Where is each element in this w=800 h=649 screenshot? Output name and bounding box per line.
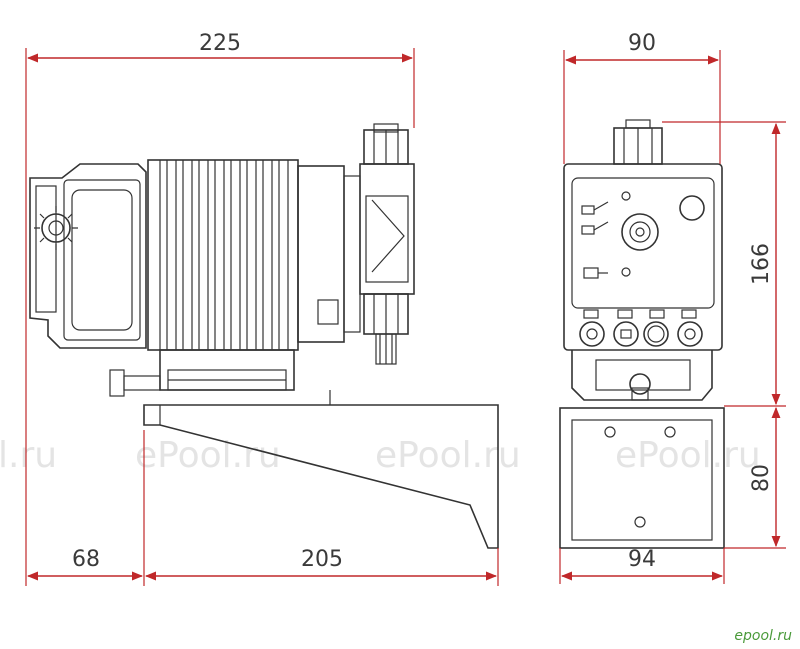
dim-foot-offset: 68	[72, 547, 100, 572]
mount-hole	[664, 426, 676, 438]
watermark-text: ePool.ru	[135, 435, 281, 476]
small-indicator	[621, 191, 631, 201]
control-panel	[563, 163, 723, 351]
front-top-valve-cap	[625, 119, 651, 129]
front-bracket	[559, 407, 725, 549]
motor-end-cap	[35, 185, 57, 313]
mount-hole	[604, 426, 616, 438]
cable-gland	[109, 369, 125, 397]
finned-body	[147, 159, 299, 351]
pump-cylinder	[297, 165, 345, 343]
dim-bracket-height: 80	[749, 464, 774, 492]
dim-overall-length: 225	[199, 31, 241, 56]
dim-pump-height: 166	[749, 243, 774, 285]
control-panel-face	[571, 177, 715, 309]
switch-icon	[581, 225, 595, 235]
mounting-bracket	[143, 404, 499, 549]
top-valve-cap	[373, 123, 399, 133]
front-lower-panel	[595, 359, 691, 391]
watermark-text: ePool.ru	[375, 435, 521, 476]
watermark-text: l.ru	[0, 435, 57, 476]
drain-fitting	[629, 373, 651, 395]
pump-head-window	[365, 195, 409, 283]
watermark-layer: l.ru ePool.ru ePool.ru ePool.ru	[0, 435, 761, 476]
motor-inner	[71, 189, 133, 331]
connector-row	[579, 309, 703, 347]
switch-lever	[593, 201, 609, 231]
bleed-port	[317, 299, 339, 325]
pump-head-detail	[371, 199, 405, 273]
small-indicator	[621, 267, 631, 277]
connector-icon	[583, 267, 599, 279]
front-bracket-inner	[571, 419, 713, 541]
indicator-lamp	[679, 195, 705, 221]
dial-knob	[621, 213, 659, 251]
cooling-fins	[159, 160, 289, 350]
dimension-lines	[25, 48, 786, 586]
dim-bracket-length: 205	[301, 547, 343, 572]
motor-body	[63, 179, 141, 341]
dim-front-width-bottom: 94	[628, 547, 656, 572]
watermark-text: ePool.ru	[615, 435, 761, 476]
cable-gland-body	[123, 375, 161, 391]
cylinder-flange	[343, 175, 361, 333]
side-view	[29, 123, 499, 549]
dimension-labels: 225 68 205 90 94 166 80	[72, 31, 774, 572]
gear-icon	[34, 206, 78, 250]
front-view	[559, 119, 725, 549]
motor-housing	[29, 163, 147, 349]
dim-front-width-top: 90	[628, 31, 656, 56]
mount-hole	[634, 516, 646, 528]
site-logo: epool.ru	[734, 628, 792, 644]
pump-head	[359, 163, 415, 295]
switch-icon	[581, 205, 595, 215]
